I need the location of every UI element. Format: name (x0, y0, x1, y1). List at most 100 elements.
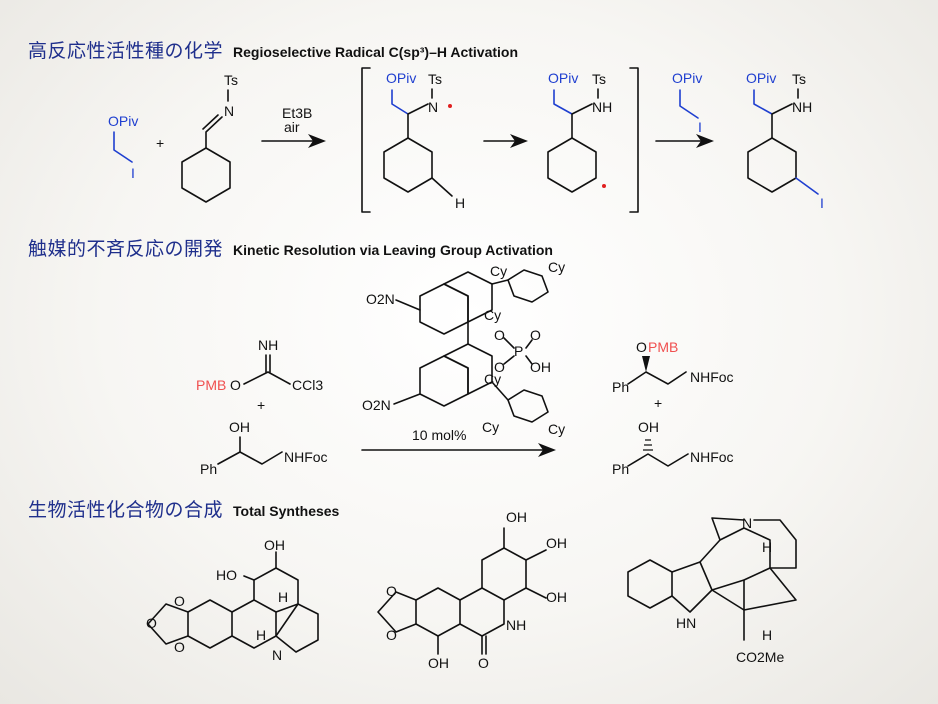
pmb-label: PMB (196, 377, 226, 393)
o-label: O (636, 339, 647, 355)
radical-scheme: OPiv I + Ts N Et3B air OPiv (108, 67, 824, 213)
opiv-label: OPiv (746, 70, 776, 86)
cy-label: Cy (548, 259, 565, 275)
section-heading-radical: 高反応性活性種の化学 Regioselective Radical C(sp³)… (28, 36, 518, 63)
n-label: N (742, 515, 752, 531)
oh-label: OH (546, 589, 567, 605)
cy-label: Cy (484, 371, 501, 387)
o-label: O (230, 377, 241, 393)
nh-label: NH (258, 337, 278, 353)
cy-label: Cy (482, 419, 499, 435)
pmb-imidate: NH PMB O CCl3 + (196, 337, 323, 413)
ts-label: Ts (224, 72, 238, 88)
section-title-en: Total Syntheses (233, 503, 340, 519)
h-label: H (762, 627, 772, 643)
bracket-left (361, 67, 371, 213)
plus-sign: + (156, 135, 164, 151)
section-title-en: Kinetic Resolution via Leaving Group Act… (233, 242, 553, 258)
h-label: H (762, 539, 772, 555)
pmb-label: PMB (648, 339, 678, 355)
c-radical-intermediate: OPiv Ts NH (547, 70, 612, 193)
racemic-alcohol: OH Ph NHFoc (200, 419, 328, 477)
n-label: N (428, 99, 438, 115)
bracket-right (629, 67, 639, 213)
reagent-air: air (284, 119, 300, 135)
section-heading-synthesis: 生物活性化合物の合成 Total Syntheses (28, 495, 339, 522)
indoline-alkaloid-structure: HN N H H CO2Me (627, 515, 797, 665)
reagent-et3b: Et3B (282, 105, 312, 121)
imine-substrate: Ts N (181, 72, 238, 203)
o-label: O (530, 327, 541, 343)
ph-label: Ph (612, 461, 629, 477)
oh-label: OH (506, 509, 527, 525)
resolved-alcohol-product: OH Ph NHFoc (612, 419, 734, 477)
oh-label: OH (546, 535, 567, 551)
n-label: N (272, 647, 282, 663)
ph-label: Ph (200, 461, 217, 477)
section-title-en: Regioselective Radical C(sp³)–H Activati… (233, 44, 519, 60)
section-heading-asymmetric: 触媒的不斉反応の開発 Kinetic Resolution via Leavin… (28, 234, 553, 261)
ts-label: Ts (428, 71, 442, 87)
nh-label: NH (506, 617, 526, 633)
h-label: H (256, 627, 266, 643)
total-syntheses: O O O OH HO H H N O O OH OH OH NH (146, 509, 797, 671)
oh-label: OH (428, 655, 449, 671)
hn-label: HN (676, 615, 696, 631)
iodine-label: I (820, 195, 824, 211)
o-label: O (386, 627, 397, 643)
section-title-ja: 生物活性化合物の合成 (28, 499, 224, 521)
oh-label: OH (264, 537, 285, 553)
iodide-reagent: OPiv I (108, 113, 138, 181)
oh-label: OH (638, 419, 659, 435)
plus-sign: + (654, 395, 662, 411)
catalyst-loading: 10 mol% (412, 427, 466, 443)
o-label: O (146, 615, 157, 631)
lycorine-structure: O O O OH HO H H N (146, 537, 319, 663)
ho-label: HO (216, 567, 237, 583)
o-label: O (386, 583, 397, 599)
narciclasine-structure: O O OH OH OH NH O OH (377, 509, 567, 671)
nitro-label: O2N (366, 291, 395, 307)
oh-label: OH (229, 419, 250, 435)
nh-label: NH (592, 99, 612, 115)
nhfoc-label: NHFoc (690, 449, 734, 465)
oh-label: OH (530, 359, 551, 375)
nh-label: NH (792, 99, 812, 115)
ester-label: CO2Me (736, 649, 784, 665)
kinetic-resolution-arrow: 10 mol% (361, 427, 556, 457)
kinetic-resolution-scheme: NH PMB O CCl3 + OH Ph NHFoc O2N (196, 259, 734, 477)
o-label: O (494, 359, 505, 375)
opiv-label: OPiv (108, 113, 138, 129)
nitro-label: O2N (362, 397, 391, 413)
nhfoc-label: NHFoc (284, 449, 328, 465)
h-label: H (278, 589, 288, 605)
nhfoc-label: NHFoc (690, 369, 734, 385)
opiv-label: OPiv (548, 70, 578, 86)
pmb-ether-product: O PMB Ph NHFoc + (612, 339, 734, 411)
iodine-label: I (131, 165, 135, 181)
h-label: H (455, 195, 465, 211)
cy-label: Cy (490, 263, 507, 279)
section-title-ja: 高反応性活性種の化学 (28, 40, 224, 62)
cy-label: Cy (484, 307, 501, 323)
opiv-label: OPiv (386, 70, 416, 86)
o-label: O (174, 593, 185, 609)
reaction-arrow-3: OPiv I (655, 70, 714, 148)
iodine-label: I (698, 119, 702, 135)
reaction-arrow-1: Et3B air (261, 105, 326, 148)
chiral-phosphoric-acid-catalyst: O2N O2N Cy Cy Cy Cy Cy Cy O O P O OH (362, 259, 565, 437)
plus-sign: + (257, 397, 265, 413)
opiv-label: OPiv (672, 70, 702, 86)
iodinated-product: OPiv Ts NH I (746, 70, 824, 211)
o-label: O (478, 655, 489, 671)
o-label: O (494, 327, 505, 343)
n-label: N (224, 103, 234, 119)
o-label: O (174, 639, 185, 655)
ccl3-label: CCl3 (292, 377, 323, 393)
ts-label: Ts (592, 71, 606, 87)
ts-label: Ts (792, 71, 806, 87)
ph-label: Ph (612, 379, 629, 395)
section-title-ja: 触媒的不斉反応の開発 (28, 238, 224, 260)
n-radical-intermediate: OPiv Ts N H (383, 70, 465, 211)
